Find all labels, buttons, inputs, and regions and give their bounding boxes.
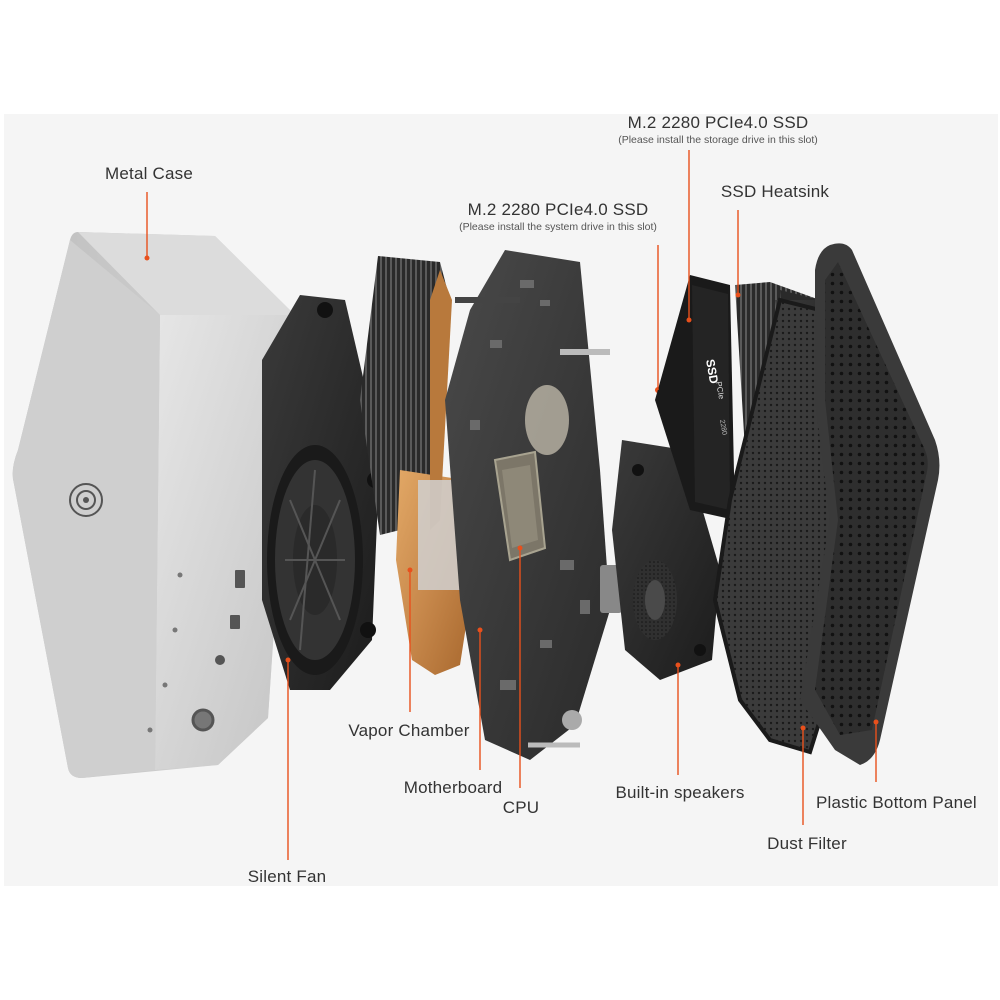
label-ssd-heatsink: SSD Heatsink <box>720 182 830 201</box>
cpu-chip <box>493 450 547 562</box>
label-silent-fan: Silent Fan <box>247 867 327 886</box>
silent-fan <box>262 295 383 690</box>
label-built-in-speakers: Built-in speakers <box>615 783 745 802</box>
label-ssd-storage-note: (Please install the storage drive in thi… <box>618 134 818 146</box>
leader-lines <box>146 150 877 860</box>
label-metal-case: Metal Case <box>105 164 193 183</box>
label-motherboard: Motherboard <box>403 778 503 797</box>
ssd-module-brand: SSD <box>703 358 721 385</box>
label-ssd-storage: M.2 2280 PCIe4.0 SSD (Please install the… <box>618 113 818 146</box>
plastic-bottom-panel <box>800 243 940 766</box>
ssd-module: SSD PCIe 2280 <box>655 275 735 520</box>
label-ssd-system-note: (Please install the system drive in this… <box>459 221 657 233</box>
label-cpu: CPU <box>502 798 540 817</box>
label-vapor-chamber: Vapor Chamber <box>348 721 470 740</box>
label-ssd-system: M.2 2280 PCIe4.0 SSD (Please install the… <box>459 200 657 233</box>
heatsink-fins <box>360 256 450 535</box>
metal-case <box>12 232 296 778</box>
ssd-module-interface: PCIe <box>714 381 726 401</box>
label-ssd-system-title: M.2 2280 PCIe4.0 SSD <box>467 200 649 219</box>
label-dust-filter: Dust Filter <box>767 834 847 853</box>
label-plastic-bottom-panel: Plastic Bottom Panel <box>816 793 977 812</box>
label-ssd-storage-title: M.2 2280 PCIe4.0 SSD <box>627 113 809 132</box>
ssd-module-size: 2280 <box>718 419 728 436</box>
leader-dots <box>144 255 879 731</box>
